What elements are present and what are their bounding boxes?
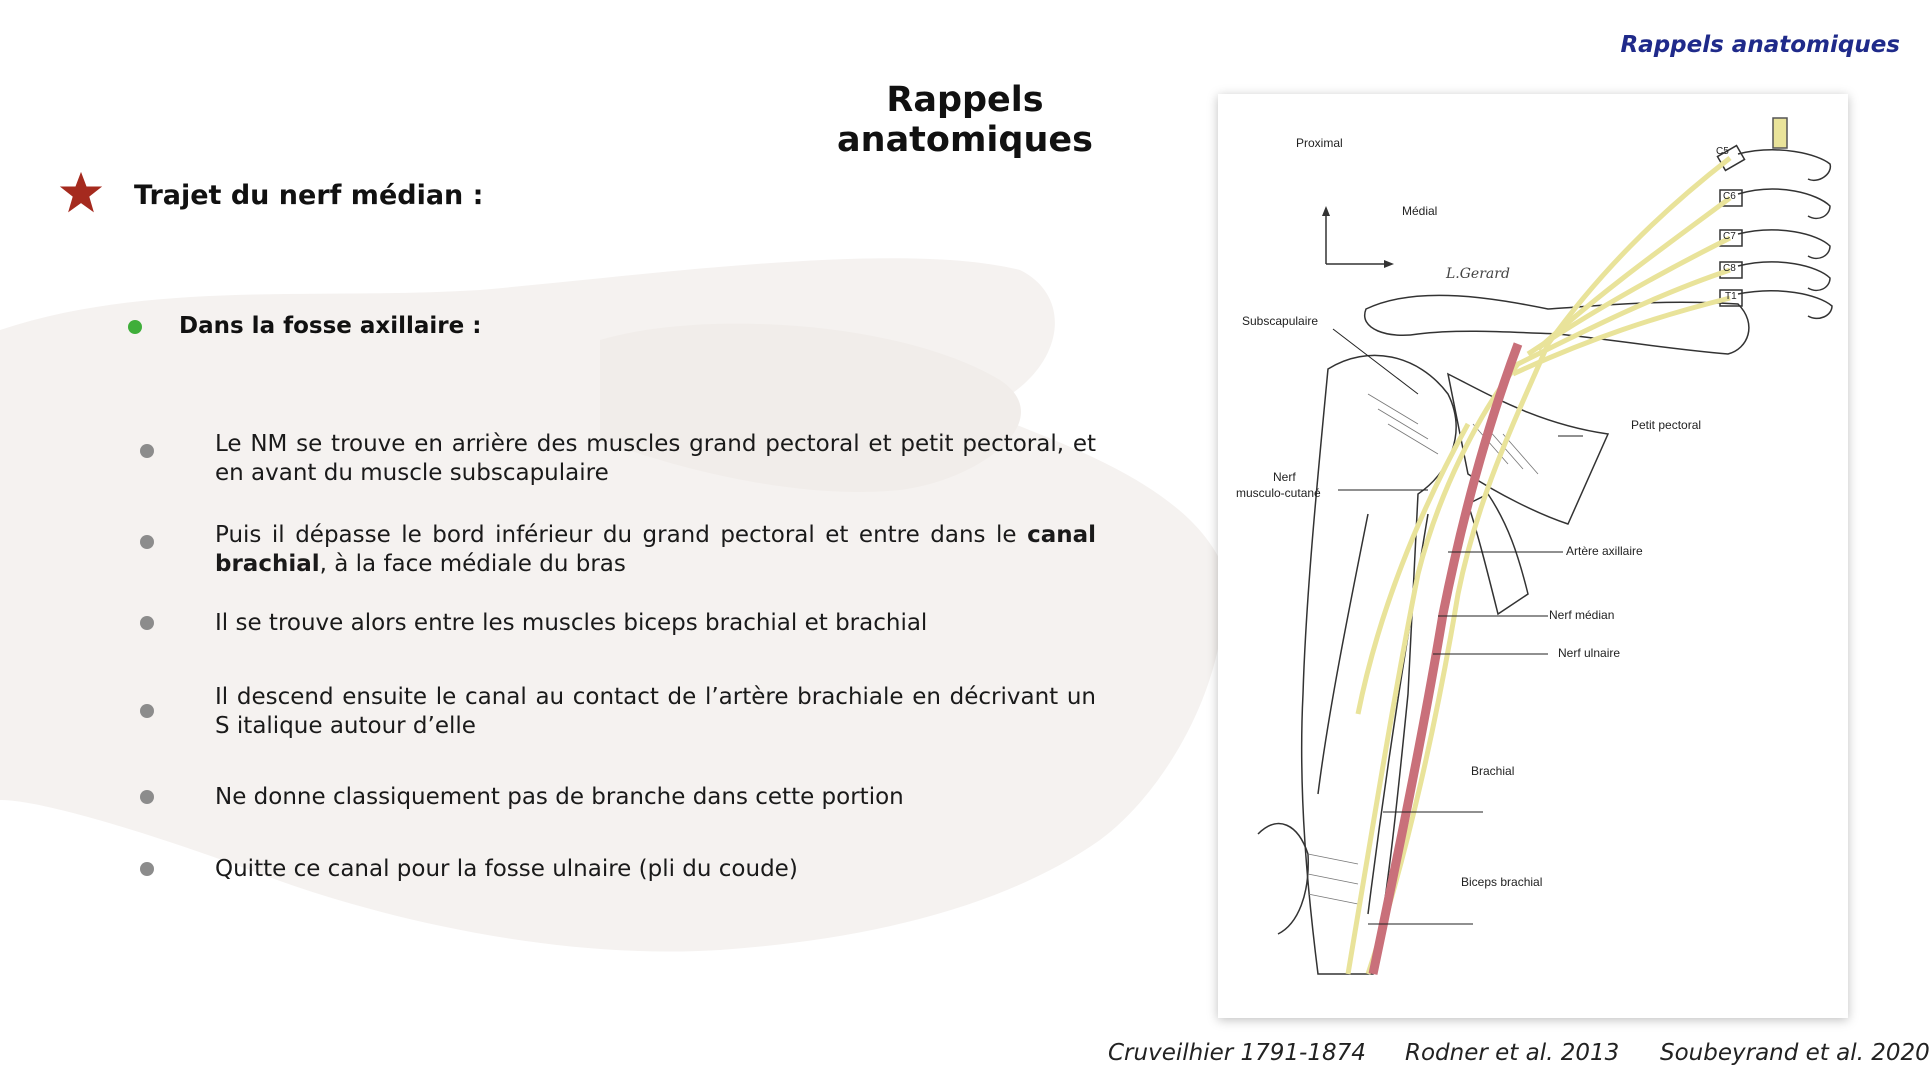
bullet-text: Il se trouve alors entre les muscles bic… bbox=[215, 610, 928, 636]
reference-cruveilhier: Cruveilhier 1791-1874 bbox=[1108, 1040, 1366, 1066]
label-nerf: Nerf bbox=[1273, 470, 1296, 484]
label-proximal: Proximal bbox=[1296, 136, 1343, 150]
label-biceps-brachial: Biceps brachial bbox=[1461, 875, 1543, 889]
background-watermark bbox=[0, 258, 1224, 952]
label-subscapulaire: Subscapulaire bbox=[1242, 314, 1319, 328]
label-medial: Médial bbox=[1402, 204, 1438, 218]
bullet-text: Il descend ensuite le canal au contact d… bbox=[215, 684, 1096, 739]
bullet-dot-icon bbox=[140, 862, 154, 876]
bullet-dot-icon bbox=[140, 444, 154, 458]
bullet-text: Puis il dépasse le bord inférieur du gra… bbox=[215, 522, 1096, 577]
subtitle: Trajet du nerf médian : bbox=[134, 180, 484, 211]
illustrator-signature: L.Gerard bbox=[1446, 266, 1510, 282]
header-section-label: Rappels anatomiques bbox=[1620, 32, 1900, 58]
bold-term: canal brachial bbox=[215, 522, 1096, 577]
bullet-text: Quitte ce canal pour la fosse ulnaire (p… bbox=[215, 856, 798, 882]
label-c8: C8 bbox=[1723, 263, 1736, 274]
star-icon bbox=[59, 171, 103, 213]
label-c7: C7 bbox=[1723, 231, 1736, 242]
label-artere-axillaire: Artère axillaire bbox=[1566, 544, 1643, 558]
label-petit-pectoral: Petit pectoral bbox=[1631, 418, 1702, 432]
label-nerf-ulnaire: Nerf ulnaire bbox=[1558, 646, 1621, 660]
section-bullet-icon bbox=[128, 320, 142, 334]
label-c6: C6 bbox=[1723, 191, 1736, 202]
label-nerf-median: Nerf médian bbox=[1549, 608, 1615, 622]
bullet-dot-icon bbox=[140, 535, 154, 549]
bullet-dot-icon bbox=[140, 790, 154, 804]
reference-soubeyrand: Soubeyrand et al. 2020 bbox=[1660, 1040, 1930, 1066]
reference-rodner: Rodner et al. 2013 bbox=[1405, 1040, 1620, 1066]
label-t1: T1 bbox=[1725, 291, 1737, 302]
label-musculo-cutane: musculo-cutané bbox=[1236, 486, 1321, 500]
section-heading: Dans la fosse axillaire : bbox=[179, 313, 482, 339]
bullet-text: Ne donne classiquement pas de branche da… bbox=[215, 784, 904, 810]
label-c5: C5 bbox=[1716, 146, 1729, 157]
bullet-dot-icon bbox=[140, 704, 154, 718]
slide-title: Rappels anatomiques bbox=[837, 80, 1093, 160]
anatomy-figure: Proximal Médial L.Gerard Subscapulaire P… bbox=[1218, 94, 1848, 1018]
bullet-dot-icon bbox=[140, 616, 154, 630]
bullet-text: Le NM se trouve en arrière des muscles g… bbox=[215, 431, 1096, 486]
arm-anatomy-drawing bbox=[1257, 117, 1833, 975]
label-brachial: Brachial bbox=[1471, 764, 1515, 778]
